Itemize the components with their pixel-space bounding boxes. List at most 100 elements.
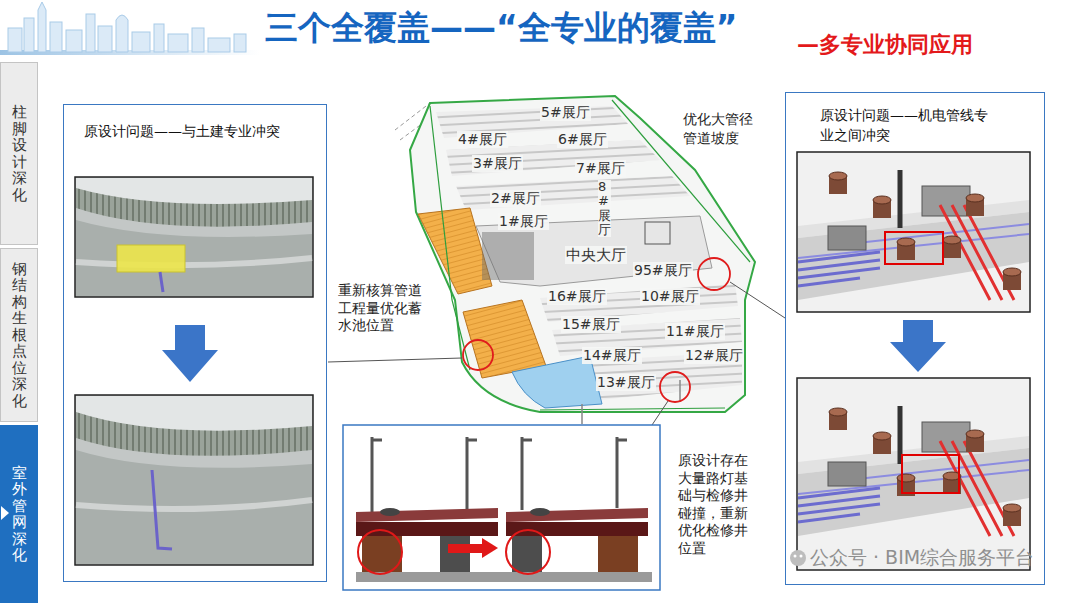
hall-label: 8#展厅 <box>598 180 611 237</box>
clash-marker <box>660 372 690 402</box>
problem-panel: 原设计问题——机电管线专业之间冲突 <box>785 92 1045 585</box>
skyline-banner <box>50 22 62 52</box>
subtitle: —多专业协同应用 <box>797 32 973 58</box>
site-plan <box>645 222 670 244</box>
streetlight-render <box>530 508 550 516</box>
side-tab-active: 室外管网深化 <box>0 425 38 603</box>
mep-clash-render <box>798 252 880 286</box>
skyline-banner <box>86 14 95 52</box>
panel-heading: 原设计问题——机电管线专业之间冲突 <box>820 105 992 146</box>
down-arrow <box>890 320 946 372</box>
skyline-banner <box>116 15 128 52</box>
clash-marker <box>698 258 730 290</box>
civil-clash-render <box>117 245 185 272</box>
hall-label: 10#展厅 <box>640 288 700 305</box>
slide-title: 三个全覆盖——“全专业的覆盖” <box>265 8 737 48</box>
mep-clash-render <box>943 236 961 244</box>
mep-clash-render <box>829 176 1021 290</box>
streetlight-render <box>448 544 482 553</box>
streetlight-render <box>356 522 498 536</box>
streetlight-render <box>380 508 400 516</box>
site-plan <box>512 356 602 408</box>
hall-label: 2#展厅 <box>490 190 541 207</box>
streetlight-render <box>358 530 402 574</box>
tab-label: 钢结构生根点位深化 <box>12 261 27 410</box>
mep-clash-render <box>885 232 943 264</box>
civil-fixed-render <box>75 395 313 565</box>
tab-label: 室外管网深化 <box>12 465 27 564</box>
hall-label: 13#展厅 <box>596 374 656 391</box>
streetlight-render <box>343 425 660 590</box>
skyline-banner <box>0 2 260 55</box>
annotation: 原设计存在大量路灯基础与检修井碰撞，重新优化检修井位置 <box>678 452 750 557</box>
streetlight-render <box>356 508 498 522</box>
civil-clash-render <box>160 272 163 292</box>
watermark-icon <box>790 550 806 566</box>
skyline-banner <box>132 32 150 52</box>
civil-fixed-render <box>75 395 313 565</box>
skyline-banner <box>234 34 246 52</box>
mep-clash-render <box>797 152 1030 312</box>
mep-fixed-render <box>798 406 1029 536</box>
annotation: 重新核算管道工程量优化蓄水池位置 <box>338 282 428 335</box>
hall-label: 7#展厅 <box>575 160 626 177</box>
panel-heading: 原设计问题——与土建专业冲突 <box>84 121 316 141</box>
hall-label: 16#展厅 <box>547 288 607 305</box>
civil-clash-render <box>76 258 312 265</box>
annotation: 优化大管径管道坡度 <box>683 110 761 148</box>
mep-clash-render <box>966 194 984 202</box>
down-arrow <box>890 320 946 372</box>
skyline-banner <box>8 28 22 52</box>
down-arrow <box>162 325 218 382</box>
skyline-banner <box>192 28 204 52</box>
hall-label: 95#展厅 <box>633 262 693 279</box>
side-tab: 钢结构生根点位深化 <box>0 248 38 422</box>
clash-marker <box>463 258 730 402</box>
skyline-banner <box>208 38 230 52</box>
civil-clash-render <box>75 177 313 297</box>
civil-fixed-render <box>152 470 172 549</box>
site-plan <box>418 208 492 294</box>
hall-label: 12#展厅 <box>684 347 744 364</box>
hall-label: 1#展厅 <box>498 213 549 230</box>
mep-clash-render <box>829 172 847 180</box>
mep-clash-render <box>897 238 915 246</box>
clash-marker <box>463 340 493 370</box>
mep-fixed-render <box>797 378 1030 570</box>
mep-fixed-render <box>902 455 959 493</box>
streetlight-render <box>506 530 550 574</box>
mep-clash-render <box>828 226 866 250</box>
streetlight-render <box>482 538 498 558</box>
skyline-banner <box>154 24 164 52</box>
hall-label: 4#展厅 <box>457 131 508 148</box>
skyline-banner <box>38 2 46 52</box>
mep-clash-render <box>829 172 1021 276</box>
civil-clash-render <box>75 177 313 297</box>
leader-line <box>328 358 462 362</box>
mep-clash-render <box>1003 268 1021 276</box>
skyline-banner <box>8 2 246 52</box>
mep-fixed-render <box>797 378 1030 570</box>
streetlight-render <box>506 522 648 536</box>
mep-clash-render <box>922 186 970 216</box>
problem-panel: 原设计问题——与土建专业冲突 <box>63 104 327 582</box>
hall-label: 5#展厅 <box>540 104 591 121</box>
site-plan <box>456 176 690 210</box>
skyline-banner <box>98 26 112 52</box>
streetlight-render <box>343 425 660 590</box>
mep-clash-render <box>797 152 1030 312</box>
skyline-banner <box>168 34 188 52</box>
mep-clash-render <box>898 170 903 228</box>
streetlight-render <box>522 437 627 510</box>
civil-fixed-render <box>76 450 312 564</box>
skyline-banner <box>66 30 82 52</box>
hall-label: 6#展厅 <box>557 131 608 148</box>
site-plan <box>482 232 534 280</box>
side-tab: 柱脚设计深化 <box>0 62 38 245</box>
down-arrow <box>162 325 218 382</box>
streetlight-render <box>440 536 470 576</box>
hall-label: 中央大厅 <box>565 246 627 264</box>
streetlight-render <box>506 508 648 522</box>
